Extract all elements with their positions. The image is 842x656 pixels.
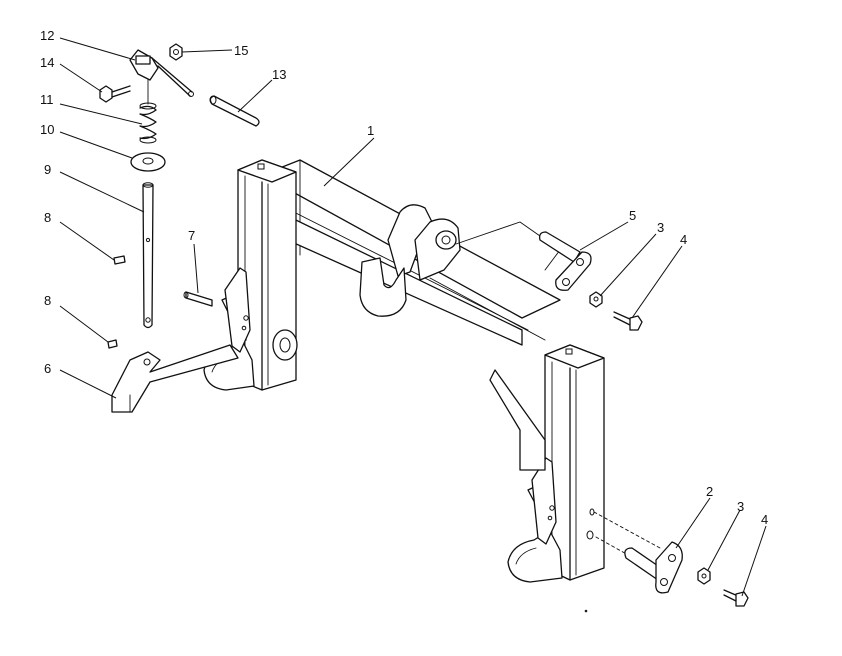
callout-6: 6 (44, 361, 51, 376)
callout-8-upper: 8 (44, 210, 51, 225)
callout-4-upper: 4 (680, 232, 687, 247)
bolt-4-upper (613, 311, 643, 331)
spring-11 (139, 79, 157, 144)
nut-3-lower (697, 567, 711, 585)
callout-10: 10 (40, 122, 54, 137)
callout-15: 15 (234, 43, 248, 58)
washer-10 (130, 152, 166, 172)
callout-8-lower: 8 (44, 293, 51, 308)
handle-6 (111, 344, 239, 413)
callout-4-lower: 4 (761, 512, 768, 527)
callout-11: 11 (40, 92, 54, 107)
callout-14: 14 (40, 55, 54, 70)
callout-9: 9 (44, 162, 51, 177)
nut-3-upper (589, 291, 603, 308)
rod-9 (142, 182, 154, 329)
pin-8-upper (113, 255, 126, 265)
callout-3-upper: 3 (657, 220, 664, 235)
callout-2: 2 (706, 484, 713, 499)
callout-12: 12 (40, 28, 54, 43)
pin-plate-2 (624, 541, 683, 594)
callout-3-lower: 3 (737, 499, 744, 514)
lever-12 (129, 49, 194, 97)
main-frame (203, 159, 605, 583)
pin-7 (183, 291, 213, 307)
pin-plate-5 (538, 231, 592, 291)
callout-7: 7 (188, 228, 195, 243)
callout-13: 13 (272, 67, 286, 82)
nut-15 (169, 43, 183, 61)
callout-5: 5 (629, 208, 636, 223)
bolt-14 (99, 85, 131, 103)
leader-lines (59, 37, 767, 597)
bolt-4-lower (723, 589, 749, 607)
pin-8-lower (107, 339, 118, 349)
pin-13 (209, 95, 260, 127)
callout-1: 1 (367, 123, 374, 138)
